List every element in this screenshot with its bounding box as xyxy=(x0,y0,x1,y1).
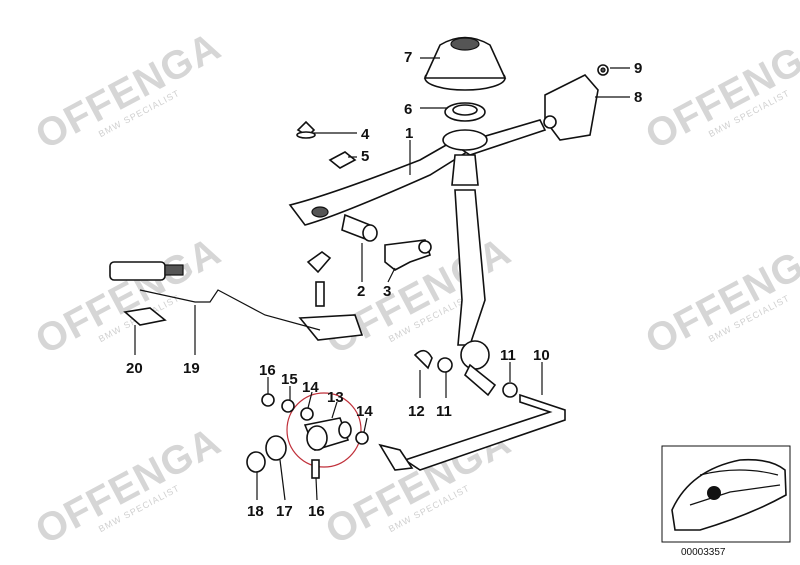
lever-insert[interactable] xyxy=(298,251,364,341)
part-3-bracket[interactable] xyxy=(384,239,432,271)
svg-text:OFFENGA: OFFENGA xyxy=(29,419,228,553)
callout-numbers: 7 6 4 5 1 9 8 2 3 20 19 10 11 12 11 16 1… xyxy=(126,49,642,520)
callout-14-right: 14 xyxy=(356,403,373,420)
callout-19: 18 xyxy=(247,503,264,520)
part-11-washer-upper[interactable] xyxy=(437,357,453,373)
car-location-inset: 00003357 xyxy=(661,445,791,558)
callout-8: 8 xyxy=(634,89,642,106)
callout-18: 17 xyxy=(276,503,293,520)
callout-20: 19 xyxy=(183,360,200,377)
part-14-washer-right[interactable] xyxy=(355,431,369,445)
callout-5: 5 xyxy=(361,148,369,165)
part-4-clip[interactable] xyxy=(296,120,316,139)
part-6-ring[interactable] xyxy=(444,102,486,122)
part-10-selector-rod[interactable] xyxy=(378,393,566,471)
callout-6: 6 xyxy=(404,101,412,118)
part-8-bracket[interactable] xyxy=(543,74,599,141)
part-12-clip[interactable] xyxy=(413,349,433,370)
part-13-joint-group[interactable] xyxy=(286,392,362,468)
part-14-washer-left[interactable] xyxy=(300,407,314,421)
callout-15: 15 xyxy=(281,371,298,388)
part-17-pin[interactable] xyxy=(311,459,320,479)
callout-12: 12 xyxy=(408,403,425,420)
svg-text:OFFENGA: OFFENGA xyxy=(639,24,800,158)
callout-17: 16 xyxy=(308,503,325,520)
part-19-bushing[interactable] xyxy=(246,451,266,473)
callout-4: 4 xyxy=(361,126,370,143)
callout-21: 20 xyxy=(126,360,143,377)
callout-10: 10 xyxy=(533,347,550,364)
location-dot xyxy=(707,486,721,500)
callout-11-lower: 11 xyxy=(436,403,452,420)
callout-7: 7 xyxy=(404,49,412,66)
callout-11-right: 11 xyxy=(500,347,516,364)
part-21-switch[interactable] xyxy=(109,261,184,326)
part-1-shift-arm[interactable] xyxy=(288,119,547,226)
reference-code: 00003357 xyxy=(681,547,726,558)
callout-13: 13 xyxy=(327,389,344,406)
leader-lines xyxy=(134,57,630,501)
part-9-nut[interactable] xyxy=(597,64,609,76)
callout-16: 16 xyxy=(259,362,276,379)
svg-text:OFFENGA: OFFENGA xyxy=(29,24,228,158)
part-11-washer-right[interactable] xyxy=(502,382,518,398)
shift-rod[interactable] xyxy=(454,189,497,397)
callout-9: 9 xyxy=(634,60,642,77)
part-2-bushing[interactable] xyxy=(341,213,378,242)
part-5-clip[interactable] xyxy=(328,151,357,169)
watermark-1: OFFENGA BMW SPECIALIST xyxy=(29,24,228,158)
callout-3: 3 xyxy=(383,283,391,300)
part-15-washer[interactable] xyxy=(281,399,295,413)
watermark-2: OFFENGA BMW SPECIALIST xyxy=(639,24,800,158)
callout-14-left: 14 xyxy=(302,379,319,396)
part-20-cable[interactable] xyxy=(139,289,321,331)
watermark-5: OFFENGA BMW SPECIALIST xyxy=(639,229,800,363)
part-16-washer[interactable] xyxy=(261,393,275,407)
callout-1: 1 xyxy=(405,125,413,142)
part-7-gaiter[interactable] xyxy=(423,36,507,91)
svg-text:OFFENGA: OFFENGA xyxy=(639,229,800,363)
watermark-6: OFFENGA BMW SPECIALIST xyxy=(29,419,228,553)
svg-text:OFFENGA: OFFENGA xyxy=(29,229,228,363)
callout-2: 2 xyxy=(357,283,365,300)
part-18-bushing[interactable] xyxy=(265,435,287,461)
watermark-3: OFFENGA BMW SPECIALIST xyxy=(29,229,228,363)
